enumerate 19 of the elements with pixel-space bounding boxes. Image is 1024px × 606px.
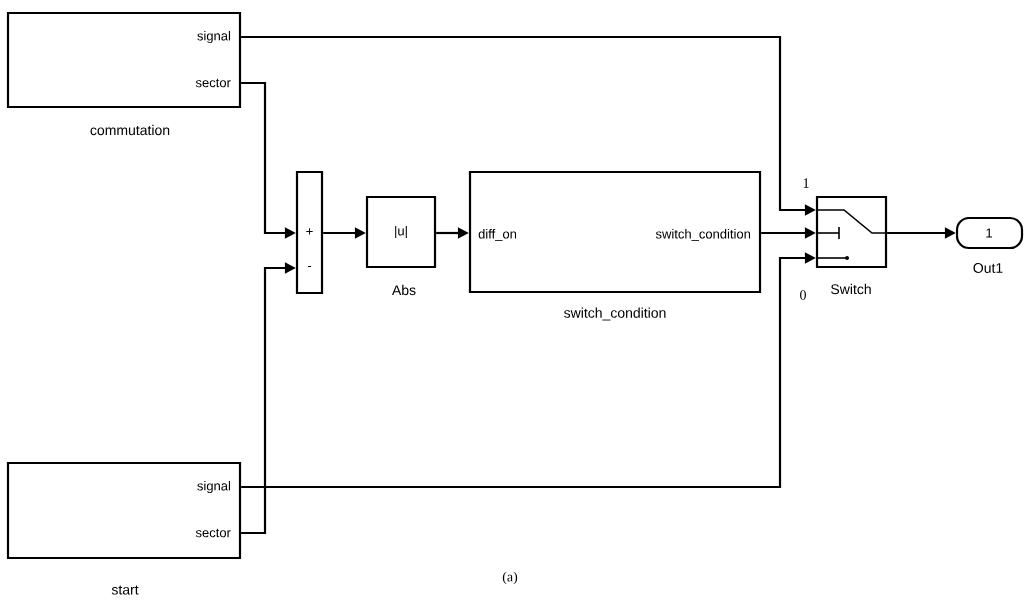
- sign-label: +: [306, 228, 313, 235]
- block-name: switch_condition: [564, 307, 666, 321]
- port-label: switch_condition: [655, 229, 751, 241]
- port-label: diff_on: [478, 229, 517, 241]
- port-label: signal: [197, 480, 231, 494]
- sign-label: -: [307, 266, 312, 268]
- port-label: signal: [197, 30, 231, 44]
- block-text: |u|: [395, 225, 407, 239]
- block-name: Switch: [831, 283, 871, 295]
- block-name: Abs: [392, 284, 416, 296]
- block-text: 1: [986, 228, 992, 238]
- port-number: 1: [803, 178, 809, 188]
- block-name: start: [111, 585, 139, 595]
- block-name: Out1: [973, 263, 1003, 273]
- block-name: commutation: [90, 124, 170, 136]
- port-label: sector: [195, 528, 231, 538]
- port-label: sector: [195, 78, 231, 88]
- figure-label: (a): [502, 571, 518, 585]
- port-number: 0: [800, 290, 806, 300]
